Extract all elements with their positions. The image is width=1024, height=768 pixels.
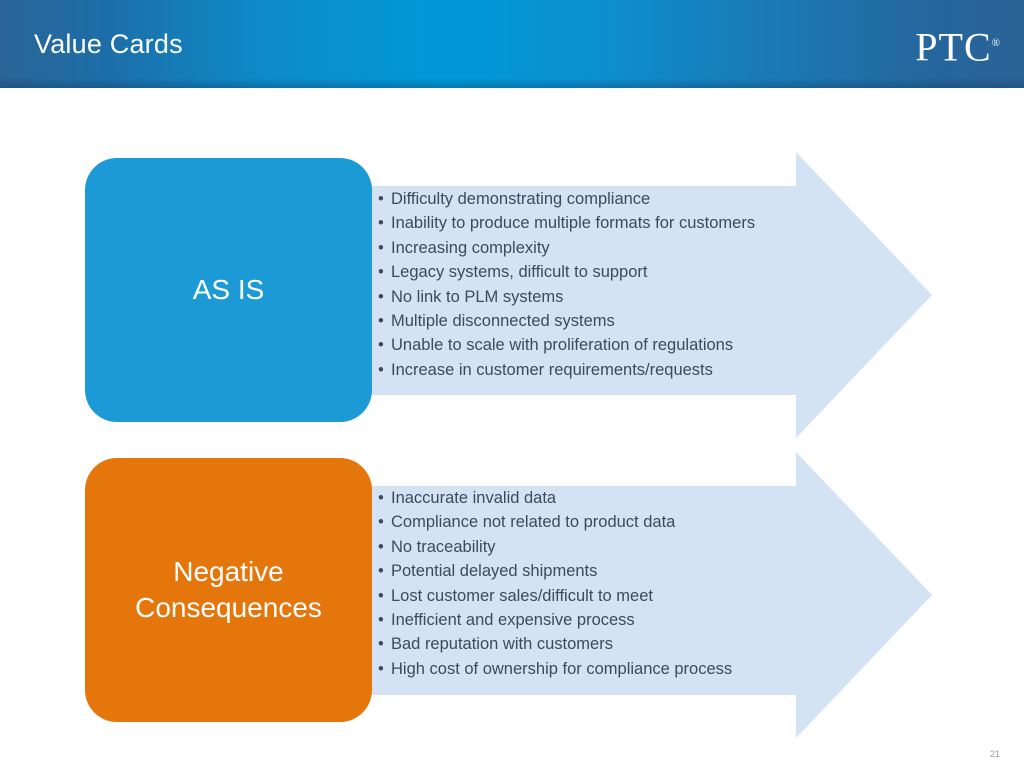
bullet-point-icon: • <box>378 214 384 233</box>
list-item-text: Lost customer sales/difficult to meet <box>391 586 653 605</box>
list-item: • Legacy systems, difficult to support <box>378 260 848 284</box>
ptc-logo: PTC® <box>915 21 1000 69</box>
card-negative-consequences[interactable]: Negative Consequences <box>85 458 372 722</box>
bullet-point-icon: • <box>378 611 384 630</box>
list-item: • No link to PLM systems <box>378 285 848 309</box>
list-item-text: Increase in customer requirements/reques… <box>391 360 713 379</box>
list-item-text: Compliance not related to product data <box>391 513 676 532</box>
list-item-text: Inaccurate invalid data <box>391 489 557 507</box>
bullet-point-icon: • <box>378 360 384 379</box>
registered-trademark-icon: ® <box>991 37 1000 49</box>
list-item-text: Inefficient and expensive process <box>391 611 635 630</box>
list-item-text: High cost of ownership for compliance pr… <box>391 659 733 678</box>
list-item-text: Increasing complexity <box>391 238 550 257</box>
list-item: • Unable to scale with proliferation of r… <box>378 333 848 357</box>
list-item-text: Legacy systems, difficult to support <box>391 263 648 282</box>
bullet-list-as-is-items: • Difficulty demonstrating compliance • In… <box>378 187 848 382</box>
list-item-text: Inability to produce multiple formats fo… <box>391 214 756 233</box>
list-item-text: Difficulty demonstrating compliance <box>391 190 651 208</box>
card-as-is[interactable]: AS IS <box>85 158 372 422</box>
slide-header-bar: Value Cards PTC® <box>0 0 1024 88</box>
bullet-point-icon: • <box>378 537 384 556</box>
list-item: • Multiple disconnected systems <box>378 309 848 333</box>
bullet-point-icon: • <box>378 190 384 208</box>
list-item: • No traceability <box>378 535 848 559</box>
bullet-point-icon: • <box>378 263 384 282</box>
bullet-point-icon: • <box>378 312 384 331</box>
list-item-text: Bad reputation with customers <box>391 635 613 654</box>
list-item: • Increasing complexity <box>378 236 848 260</box>
bullet-point-icon: • <box>378 489 384 507</box>
list-item: • Inability to produce multiple formats f… <box>378 211 848 235</box>
list-item: • Difficulty demonstrating compliance <box>378 187 848 211</box>
card-as-is-label: AS IS <box>192 274 265 305</box>
list-item: • Potential delayed shipments <box>378 559 848 583</box>
list-item-text: No traceability <box>391 537 496 556</box>
card-negative-consequences-label: Negative Consequences <box>135 556 322 623</box>
bullet-list-as-is: • Difficulty demonstrating compliance • In… <box>378 187 848 382</box>
bullet-point-icon: • <box>378 635 384 654</box>
list-item-text: Unable to scale with proliferation of re… <box>391 336 734 355</box>
list-item: • Lost customer sales/difficult to meet <box>378 584 848 608</box>
list-item: • Inaccurate invalid data <box>378 486 848 510</box>
bullet-list-negative-consequences-items: • Inaccurate invalid data • Compliance not… <box>378 486 848 681</box>
list-item: • Compliance not related to product data <box>378 510 848 534</box>
page-title: Value Cards <box>34 29 183 59</box>
page-number: 21 <box>989 749 1000 759</box>
list-item-text: Multiple disconnected systems <box>391 312 615 331</box>
bullet-point-icon: • <box>378 562 384 581</box>
list-item: • Increase in customer requirements/reque… <box>378 358 848 382</box>
bullet-point-icon: • <box>378 336 384 355</box>
bullet-point-icon: • <box>378 513 384 532</box>
ptc-logo-text: PTC <box>915 24 992 70</box>
list-item-text: Potential delayed shipments <box>391 562 598 581</box>
list-item: • Bad reputation with customers <box>378 632 848 656</box>
bullet-point-icon: • <box>378 238 384 257</box>
list-item: • High cost of ownership for compliance p… <box>378 657 848 681</box>
bullet-point-icon: • <box>378 287 384 306</box>
bullet-list-negative-consequences: • Inaccurate invalid data • Compliance not… <box>378 486 848 681</box>
list-item: • Inefficient and expensive process <box>378 608 848 632</box>
bullet-point-icon: • <box>378 659 384 678</box>
bullet-point-icon: • <box>378 586 384 605</box>
list-item-text: No link to PLM systems <box>391 287 564 306</box>
